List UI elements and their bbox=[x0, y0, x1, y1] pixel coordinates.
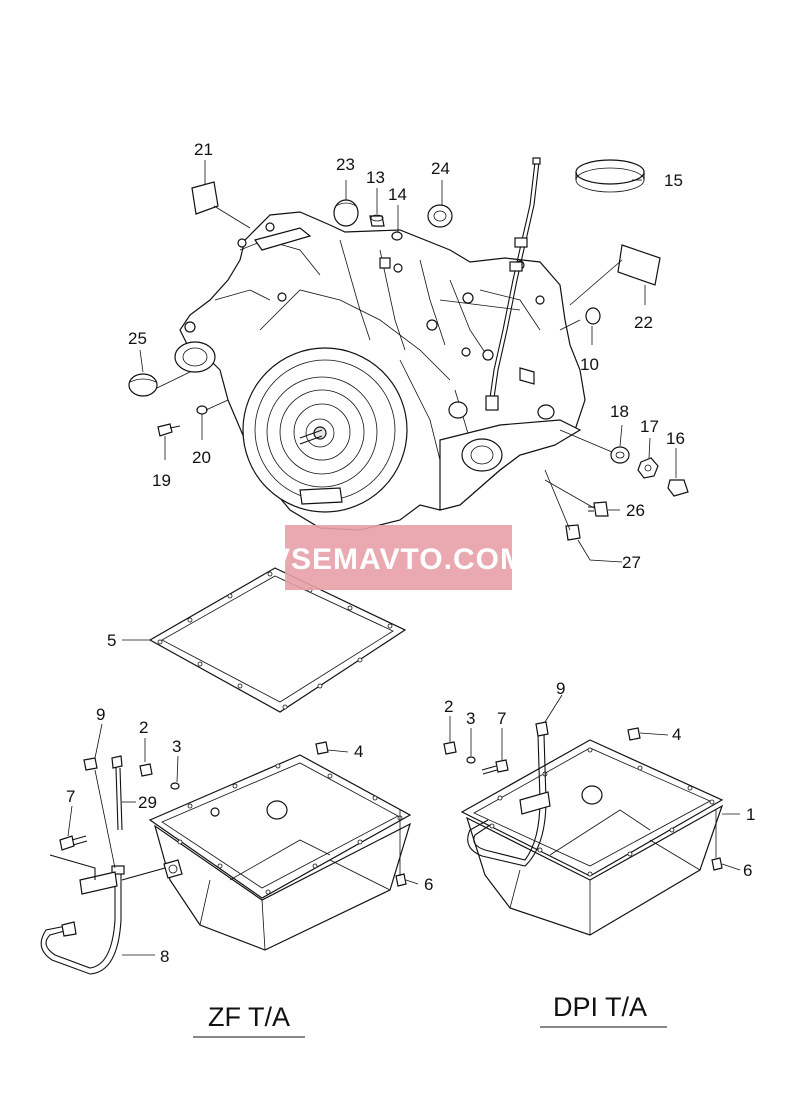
bolt-part-9-left bbox=[83, 757, 98, 771]
callout-10: 10 bbox=[580, 355, 599, 374]
bolt-part-27 bbox=[565, 524, 581, 541]
callout-29: 29 bbox=[138, 793, 157, 812]
seal-part-24 bbox=[427, 204, 453, 228]
callout-27: 27 bbox=[622, 553, 641, 572]
plug-part-10 bbox=[585, 307, 601, 325]
watermark-text: VSEMAVTO.COM bbox=[270, 543, 526, 576]
callout-6-left: 6 bbox=[424, 875, 433, 894]
callout-17: 17 bbox=[640, 417, 659, 436]
bolt-part-9-right bbox=[535, 721, 549, 737]
bolt-part-19 bbox=[157, 423, 181, 437]
bolt-part-6-right bbox=[711, 857, 723, 871]
callout-1: 1 bbox=[746, 805, 755, 824]
callout-21: 21 bbox=[194, 140, 213, 159]
washer-part-18 bbox=[610, 446, 630, 464]
oil-pan-zf bbox=[148, 754, 412, 951]
callout-22: 22 bbox=[634, 313, 653, 332]
callout-2-left: 2 bbox=[139, 718, 148, 737]
callout-13: 13 bbox=[366, 168, 385, 187]
caption-dpi: DPI T/A bbox=[553, 992, 647, 1022]
bolt-part-7-left bbox=[59, 835, 88, 851]
bolt-part-2-right bbox=[443, 741, 457, 755]
callout-3-left: 3 bbox=[172, 737, 181, 756]
cap-part-23 bbox=[333, 199, 359, 227]
callout-19: 19 bbox=[152, 471, 171, 490]
bolt-part-26 bbox=[588, 501, 609, 517]
callout-2-right: 2 bbox=[444, 697, 453, 716]
callout-15: 15 bbox=[664, 171, 683, 190]
plug-part-25 bbox=[128, 373, 158, 397]
callout-7-left: 7 bbox=[66, 787, 75, 806]
rod-part-29 bbox=[111, 755, 123, 831]
leader-lines bbox=[67, 160, 741, 956]
washer-part-20 bbox=[196, 405, 208, 415]
nut-part-17 bbox=[637, 457, 659, 479]
gasket-part-5 bbox=[148, 567, 407, 713]
callout-labels: 21 23 13 14 24 15 22 10 25 19 20 18 17 1… bbox=[66, 140, 755, 966]
callout-8: 8 bbox=[160, 947, 169, 966]
cap-part-16 bbox=[667, 479, 689, 497]
plate-part-22 bbox=[617, 244, 661, 286]
watermark: VSEMAVTO.COM bbox=[270, 525, 526, 590]
callout-16: 16 bbox=[666, 429, 685, 448]
callout-7-right: 7 bbox=[497, 709, 506, 728]
callout-6-right: 6 bbox=[743, 861, 752, 880]
washer-part-14 bbox=[391, 231, 403, 241]
callout-23: 23 bbox=[336, 155, 355, 174]
callout-26: 26 bbox=[626, 501, 645, 520]
oil-pan-dpi bbox=[460, 739, 724, 936]
clip-part-4-left bbox=[315, 741, 329, 755]
bolt-part-6-left bbox=[395, 873, 407, 887]
washer-part-3-right bbox=[466, 756, 476, 764]
callout-9-left: 9 bbox=[96, 705, 105, 724]
clip-part-4-right bbox=[627, 727, 641, 741]
callout-4-left: 4 bbox=[354, 742, 363, 761]
dipstick bbox=[485, 157, 541, 411]
callout-14: 14 bbox=[388, 185, 407, 204]
callout-5: 5 bbox=[107, 631, 116, 650]
plate-part-21 bbox=[191, 181, 219, 215]
bolt-part-13 bbox=[369, 214, 385, 227]
oil-pipe-part-8 bbox=[40, 865, 166, 975]
ring-part-15 bbox=[575, 159, 645, 193]
callout-18: 18 bbox=[610, 402, 629, 421]
washer-part-3-left bbox=[170, 782, 180, 790]
callout-9-right: 9 bbox=[556, 679, 565, 698]
captions: ZF T/A DPI T/A bbox=[193, 992, 667, 1038]
callout-3-right: 3 bbox=[466, 709, 475, 728]
callout-24: 24 bbox=[431, 159, 450, 178]
callout-20: 20 bbox=[192, 448, 211, 467]
callout-25: 25 bbox=[128, 329, 147, 348]
oil-pipe-right bbox=[467, 734, 551, 867]
transmission-housing bbox=[174, 211, 586, 531]
caption-zf: ZF T/A bbox=[208, 1002, 290, 1032]
bolt-part-7-right bbox=[481, 759, 509, 775]
bolt-part-2-left bbox=[139, 763, 153, 777]
callout-4-right: 4 bbox=[672, 725, 681, 744]
